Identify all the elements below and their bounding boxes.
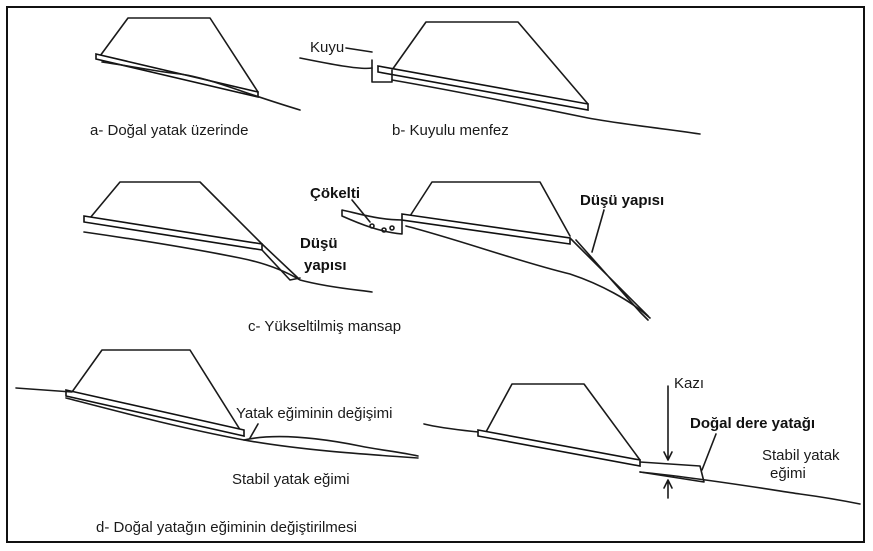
- dogal-dere-arrow: [701, 433, 717, 471]
- culvert-pipe-b: [377, 65, 589, 111]
- caption-d: d- Doğal yatağın eğiminin değiştirilmesi: [96, 519, 357, 536]
- caption-a: a- Doğal yatak üzerinde: [90, 122, 248, 139]
- culvert-pipe-d1: [65, 389, 245, 437]
- panel-c-right: Çökelti Düşü yapısı c- Yükseltilmiş mans…: [248, 181, 664, 335]
- caption-b: b- Kuyulu menfez: [392, 122, 509, 139]
- bed-a: [101, 61, 301, 111]
- embankment-d1: [71, 349, 245, 437]
- well-b: [371, 59, 393, 83]
- culvert-pipe-a: [95, 52, 259, 99]
- drop-structure-c1: [261, 243, 301, 281]
- kazi-arrow: [663, 385, 673, 499]
- ground-d2-right: [639, 471, 861, 505]
- figure-frame: [6, 6, 865, 543]
- stabil-label-d2-2: eğimi: [770, 465, 806, 482]
- culvert-pipe-c2: [401, 213, 571, 245]
- culvert-pipe-d2: [477, 429, 641, 467]
- panel-d-left: Yatak eğiminin değişimi Stabil yatak eği…: [15, 349, 419, 536]
- kazi-label: Kazı: [674, 375, 704, 392]
- bed-change-d1: [243, 435, 419, 457]
- embankment-c2: [409, 181, 571, 237]
- drop-structure-c2: [569, 237, 649, 321]
- sediment-c2: [341, 209, 403, 235]
- dusu-yapisi-label: Düşü yapısı: [580, 192, 664, 209]
- embankment-a: [99, 17, 259, 93]
- kuyu-label: Kuyu: [310, 39, 344, 56]
- sediment-dot: [381, 227, 387, 233]
- cokelti-label: Çökelti: [310, 185, 360, 202]
- cokelti-arrow: [351, 199, 371, 223]
- bed-c1: [83, 231, 373, 293]
- kuyu-arrow: [345, 47, 373, 53]
- egim-arrow: [249, 423, 259, 439]
- embankment-b: [391, 21, 589, 105]
- panel-d-right: Kazı Doğal dere yatağı Stabil yatak eğim…: [423, 375, 861, 505]
- stabil-label-d1: Stabil yatak eğimi: [232, 471, 350, 488]
- panel-a: a- Doğal yatak üzerinde: [90, 17, 301, 139]
- sediment-dot: [389, 225, 395, 231]
- dusu-yapisi-arrow: [591, 209, 605, 253]
- ground-d2: [423, 423, 479, 433]
- dusu-label-1: Düşü: [300, 235, 338, 252]
- dogal-dere-label: Doğal dere yatağı: [690, 415, 815, 432]
- culvert-pipe-c1: [83, 215, 263, 251]
- stabil-label-d2-1: Stabil yatak: [762, 447, 840, 464]
- dusu-label-2: yapısı: [304, 257, 347, 274]
- bed-c2: [405, 225, 651, 319]
- embankment-c1: [89, 181, 263, 245]
- caption-c: c- Yükseltilmiş mansap: [248, 318, 401, 335]
- excavation-d2: [639, 461, 705, 483]
- sediment-dot: [369, 223, 375, 229]
- panel-b: Kuyu b- Kuyulu menfez: [299, 21, 701, 139]
- panel-c-left: Düşü yapısı: [83, 181, 373, 293]
- bed-b: [299, 57, 701, 135]
- egim-degisimi-label: Yatak eğiminin değişimi: [236, 405, 392, 422]
- embankment-d2: [485, 383, 641, 461]
